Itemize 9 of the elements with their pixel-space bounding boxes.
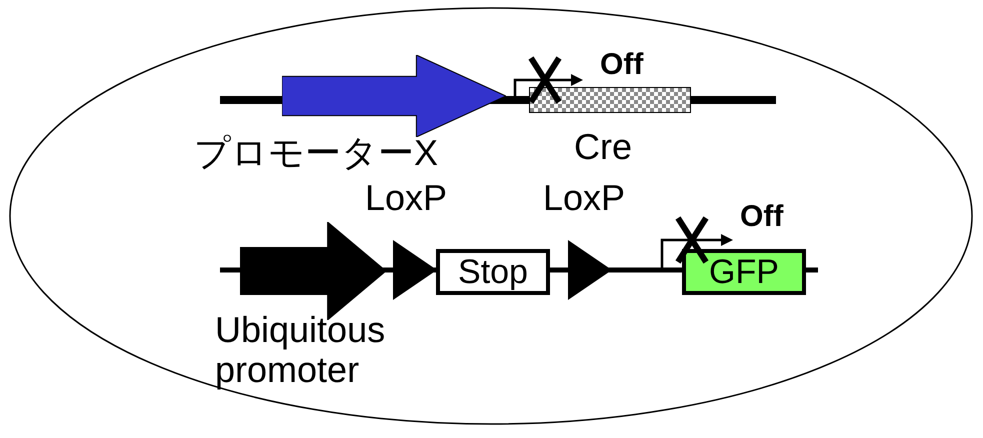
gene-label: Cre bbox=[574, 127, 632, 167]
gene-box: GFP bbox=[682, 249, 806, 295]
gene-box: Stop bbox=[436, 249, 550, 295]
gene-label: プロモーターX bbox=[194, 133, 438, 173]
state-label: Off bbox=[740, 200, 784, 234]
gene-label: LoxP bbox=[543, 178, 626, 218]
state-label: Off bbox=[600, 48, 644, 82]
gene-label: LoxP bbox=[365, 178, 448, 218]
gene-label: Ubiquitous promoter bbox=[215, 310, 386, 390]
